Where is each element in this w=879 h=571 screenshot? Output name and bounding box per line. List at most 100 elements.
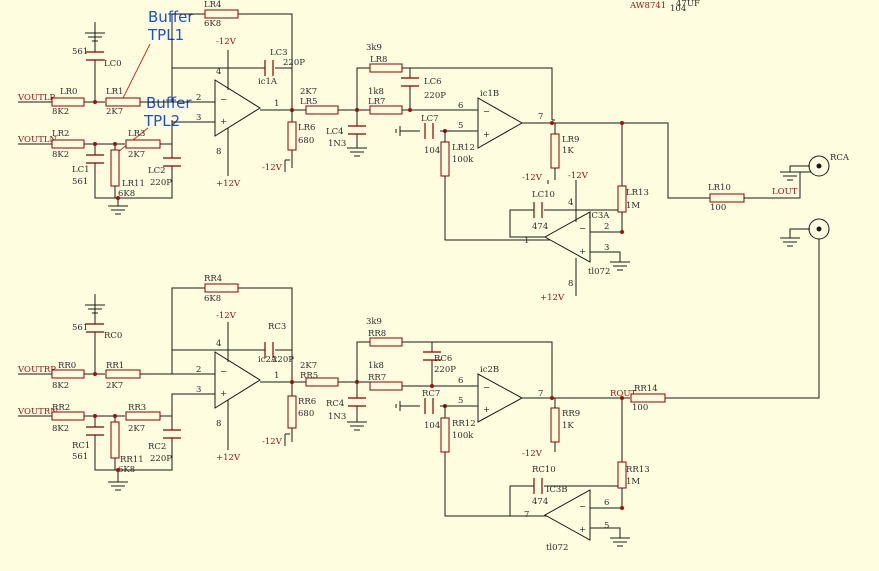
part-value: 104	[670, 4, 686, 14]
rr6-resistor	[287, 395, 297, 429]
opamp-plus: +	[220, 389, 227, 399]
rr2-ref: RR2	[52, 403, 70, 413]
rc10-ref: RC10	[532, 465, 556, 475]
vin-p-label: VOUTLP	[17, 93, 55, 103]
pin-a-out: 1	[274, 99, 279, 109]
lr4-ref: LR4	[204, 0, 221, 10]
rc7-ref: RC7	[422, 389, 440, 399]
lr3-val: 2K7	[128, 150, 145, 160]
rr9-ref: RR9	[562, 409, 580, 419]
rr7-val: 1k8	[368, 361, 384, 371]
lr2-ref: LR2	[52, 129, 69, 139]
rca-pin	[816, 163, 822, 169]
tpl1-leader	[121, 43, 151, 101]
rr5-ref: RR5	[300, 371, 318, 381]
buffer2-note: Buffer	[146, 94, 192, 112]
junction	[116, 196, 120, 200]
rc3-ref: RC3	[268, 322, 286, 332]
rc2-ref: RC2	[148, 442, 166, 452]
lr0-ref: LR0	[60, 87, 77, 97]
ric1-ref: ic2A	[258, 355, 278, 365]
lc6-ref: LC6	[424, 77, 442, 87]
rr2-val: 8K2	[52, 424, 69, 434]
lr8-val: 3k9	[366, 43, 382, 53]
pin-c-in-p: 3	[604, 243, 609, 253]
rail-neg: -12V	[216, 37, 237, 47]
vin-n-label: VOUTLN	[17, 135, 57, 145]
lr4-resistor	[204, 9, 239, 19]
rr11-val: 6K8	[118, 465, 135, 475]
lc0-val: 561	[72, 47, 88, 57]
ric2-ref: ic2B	[480, 365, 499, 375]
rr9-val: 1K	[562, 421, 574, 431]
lr11-val: 6K8	[118, 189, 135, 199]
ic2-ref: ic1B	[480, 89, 499, 99]
pin-b-in-n: 6	[458, 101, 463, 111]
ground-ic3a	[610, 261, 630, 271]
pin-a-in-n: 2	[196, 93, 201, 103]
rc6-val: 220P	[434, 365, 456, 375]
ground-lc0	[85, 22, 105, 42]
rr3-ref: RR3	[128, 403, 146, 413]
lr13-resistor	[617, 185, 627, 213]
ic1-ref: ic1A	[258, 77, 278, 87]
lr9-ref: LR9	[562, 135, 579, 145]
junction	[550, 396, 554, 400]
opamp-plus: +	[220, 117, 227, 127]
pin-rb-in-p: 5	[458, 396, 463, 406]
rc2-val: 220P	[150, 454, 172, 464]
opamp-plus: +	[483, 405, 490, 415]
lr2-resistor	[51, 139, 85, 149]
lr5-val: 2K7	[300, 87, 317, 97]
junction	[93, 414, 97, 418]
lc4-ref: LC4	[326, 127, 344, 137]
rr0-ref: RR0	[58, 361, 76, 371]
lr6-ref: LR6	[298, 123, 315, 133]
rr8-ref: RR8	[368, 329, 386, 339]
rr0-resistor	[51, 369, 85, 379]
lc1-ref: LC1	[72, 165, 90, 175]
lc0-ref: LC0	[104, 59, 122, 69]
pin-c-out: 1	[524, 236, 529, 246]
lr1-resistor	[105, 97, 141, 107]
pin-ra-vee: 8	[216, 419, 221, 429]
rr4-val: 6K8	[204, 294, 221, 304]
rr6-val: 680	[298, 409, 314, 419]
out-label: LOUT	[772, 187, 798, 197]
rr12-resistor	[440, 417, 450, 453]
tpl2-note: TPL2	[143, 112, 180, 130]
junction	[113, 142, 117, 146]
rail-neg-2: -12V	[262, 163, 283, 173]
rr11-ref: RR11	[120, 455, 144, 465]
buffer1-note: Buffer	[148, 8, 194, 26]
pin-rc-out: 7	[524, 510, 529, 520]
lc10-ref: LC10	[532, 190, 555, 200]
rc0-val: 561	[72, 323, 88, 333]
lr0-resistor	[51, 97, 85, 107]
rr13-resistor	[617, 461, 627, 489]
lr5-ref: LR5	[300, 97, 317, 107]
lc7-val: 104	[424, 146, 440, 156]
opamp-minus: −	[220, 95, 227, 105]
pin-b-out: 7	[538, 112, 543, 122]
rr3-val: 2K7	[128, 424, 145, 434]
rr12-val: 100k	[452, 431, 474, 441]
lr1-ref: LR1	[106, 87, 123, 97]
rr13-ref: RR13	[626, 465, 650, 475]
rr7-resistor	[369, 381, 403, 391]
ground-lr11	[108, 198, 128, 215]
pin-ra-vcc: 4	[216, 339, 221, 349]
lr5-resistor	[305, 105, 339, 115]
pin-c-in-n: 2	[604, 222, 609, 232]
junction	[620, 121, 624, 125]
pin-ra-in-n: 2	[196, 365, 201, 375]
rr1-resistor	[105, 369, 141, 379]
lc3-val: 220P	[283, 58, 305, 68]
vin-rn-label: VOUTRN	[17, 407, 58, 417]
rail-neg-3: -12V	[522, 173, 543, 183]
lc7-ref: LC7	[421, 114, 439, 124]
junction	[408, 108, 412, 112]
rr1-ref: RR1	[106, 361, 124, 371]
rr6-ref: RR6	[298, 397, 316, 407]
rc1-val: 561	[72, 452, 88, 462]
